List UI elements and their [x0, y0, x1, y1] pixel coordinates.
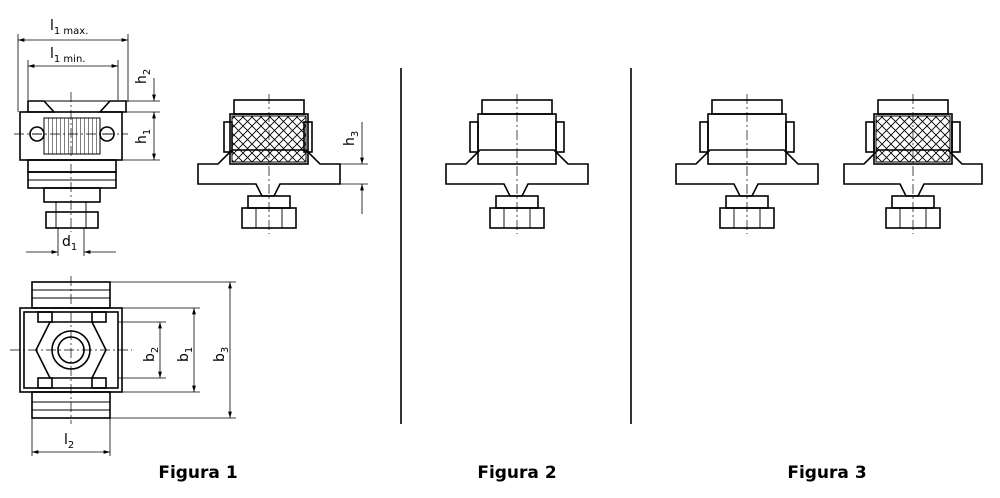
dim-label-b3: b3: [212, 347, 231, 362]
fig3-left-view: [675, 94, 819, 234]
dim-label-l1min: l1 min.: [50, 46, 85, 65]
fig1-front-view: [14, 92, 128, 232]
fig1-dimensions-top: [31, 281, 236, 456]
dim-label-b2: b2: [142, 347, 161, 362]
fig1-top-view: [10, 276, 132, 424]
svg-text:d1: d1: [62, 234, 77, 253]
figure-caption-3: Figura 3: [787, 463, 866, 483]
svg-text:h2: h2: [134, 69, 153, 84]
svg-text:l1 min.: l1 min.: [50, 46, 85, 65]
fig1-side-view: [197, 94, 341, 234]
dim-label-h2: h2: [134, 69, 153, 84]
dim-label-h1: h1: [134, 129, 153, 144]
fig1-dimensions-side: [320, 122, 368, 214]
svg-text:b2: b2: [142, 347, 161, 362]
svg-text:b1: b1: [176, 347, 195, 362]
svg-text:l1 max.: l1 max.: [50, 18, 88, 37]
svg-text:b3: b3: [212, 347, 231, 362]
svg-text:h3: h3: [342, 131, 361, 146]
fig2-side-view: [445, 94, 589, 234]
dim-label-h3: h3: [342, 131, 361, 146]
dim-label-d1: d1: [62, 234, 77, 253]
dim-label-b1: b1: [176, 347, 195, 362]
svg-text:h1: h1: [134, 129, 153, 144]
dim-label-l1max: l1 max.: [50, 18, 88, 37]
svg-text:l2: l2: [64, 432, 74, 451]
fig1-dimensions-front: [17, 34, 160, 256]
figure-caption-1: Figura 1: [158, 463, 237, 483]
fig3-right-view: [843, 94, 983, 234]
figure-caption-2: Figura 2: [477, 463, 556, 483]
dim-label-l2: l2: [64, 432, 74, 451]
